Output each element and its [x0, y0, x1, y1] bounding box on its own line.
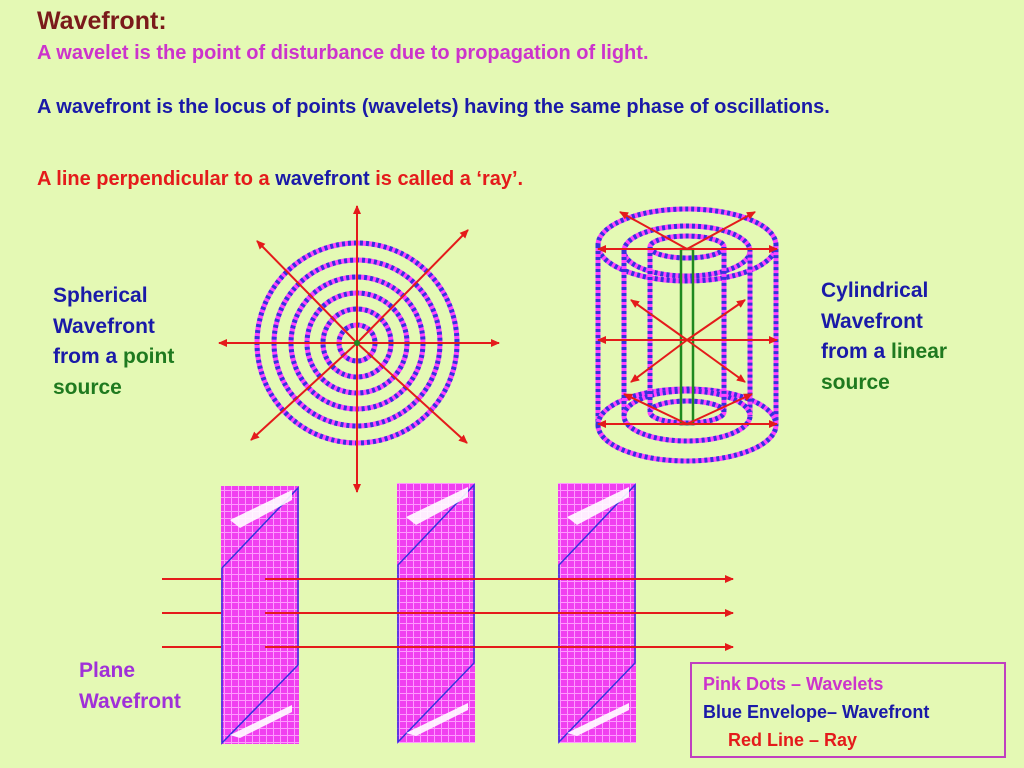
legend-wavelets: Pink Dots – Wavelets [703, 674, 884, 694]
wavefront-definition: A wavefront is the locus of points (wave… [37, 96, 830, 118]
cylindrical-wavefront-diagram [595, 206, 779, 464]
wavelet-definition: A wavelet is the point of disturbance du… [37, 42, 649, 64]
plane-wavefront-slab [221, 486, 299, 745]
slide-title: Wavefront: [37, 7, 167, 35]
legend-ray: Red Line – Ray [728, 730, 858, 750]
spherical-wavefront-label: Spherical Wavefront from a point source [53, 284, 175, 399]
spherical-wavefront-diagram [218, 205, 500, 493]
cylindrical-wavefront-label: Cylindrical Wavefront from a linear sour… [821, 279, 948, 394]
legend-wavefront: Blue Envelope– Wavefront [703, 702, 930, 722]
ray-definition: A line perpendicular to a wavefront is c… [37, 168, 524, 190]
plane-wavefront-diagram [162, 483, 734, 745]
plane-wavefront-label: Plane Wavefront [79, 659, 181, 713]
legend-box: Pink Dots – Wavelets Blue Envelope– Wave… [690, 662, 1006, 758]
